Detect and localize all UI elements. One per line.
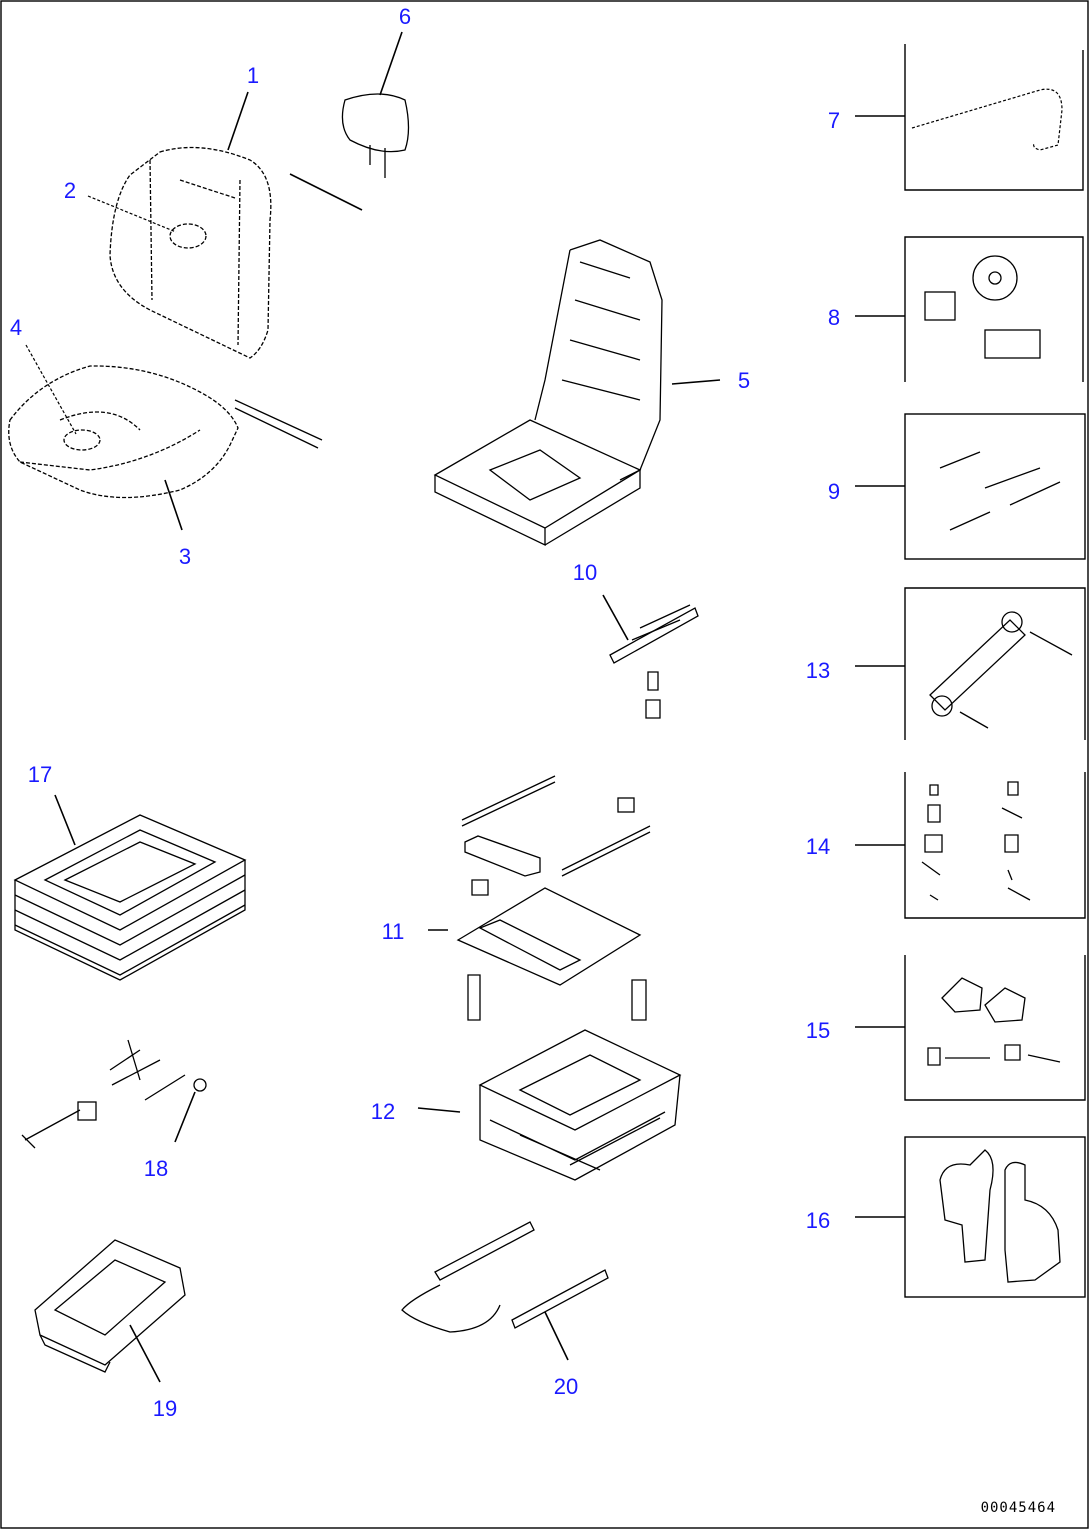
callout-5: 5 xyxy=(738,368,750,393)
callout-11: 11 xyxy=(382,919,405,944)
leader-1 xyxy=(227,91,249,151)
leader-19 xyxy=(129,1324,161,1383)
callout-17: 17 xyxy=(28,762,52,787)
part-6-headrest[interactable] xyxy=(289,93,410,211)
part-1-seat-back-cushion[interactable] xyxy=(109,146,272,359)
leader-4 xyxy=(25,344,77,435)
leader-18 xyxy=(174,1091,196,1143)
part-10-slide-lever[interactable] xyxy=(609,604,699,719)
callout-18: 18 xyxy=(144,1156,168,1181)
leader-2 xyxy=(87,195,177,233)
callout-16: 16 xyxy=(806,1208,830,1233)
callout-10: 10 xyxy=(573,560,597,585)
callout-20: 20 xyxy=(554,1374,578,1399)
leader-3 xyxy=(164,479,183,531)
box-part-16[interactable] xyxy=(904,1136,1086,1298)
part-4-label[interactable] xyxy=(63,429,101,451)
callout-13: 13 xyxy=(806,658,830,683)
callout-1: 1 xyxy=(247,63,259,88)
callout-15: 15 xyxy=(806,1018,830,1043)
box-part-9[interactable] xyxy=(904,413,1086,560)
callout-4: 4 xyxy=(10,315,22,340)
leader-17 xyxy=(54,794,76,846)
box-part-7[interactable] xyxy=(904,44,1084,191)
box-part-13[interactable] xyxy=(904,587,1086,740)
callout-6: 6 xyxy=(399,4,411,29)
callout-19: 19 xyxy=(153,1396,177,1421)
callout-7: 7 xyxy=(828,108,840,133)
leader-6 xyxy=(379,31,403,96)
part-18-bolts[interactable] xyxy=(21,1039,207,1149)
leader-10 xyxy=(602,594,629,641)
leader-12 xyxy=(417,1107,461,1113)
callout-9: 9 xyxy=(828,479,840,504)
box-part-15[interactable] xyxy=(904,955,1086,1101)
callout-14: 14 xyxy=(806,834,830,859)
box-part-8[interactable] xyxy=(904,236,1084,382)
part-2-emblem[interactable] xyxy=(169,223,207,249)
part-11-suspension[interactable] xyxy=(456,775,651,1021)
callout-3: 3 xyxy=(179,544,191,569)
leader-5 xyxy=(671,379,721,385)
part-17-cover[interactable] xyxy=(13,814,247,981)
callout-8: 8 xyxy=(828,305,840,330)
part-5-seat-frame[interactable] xyxy=(433,239,663,547)
part-20-slide-rails[interactable] xyxy=(401,1221,609,1333)
box-part-14[interactable] xyxy=(904,772,1086,919)
leader-20 xyxy=(544,1311,569,1361)
part-19-lower-frame[interactable] xyxy=(34,1239,186,1373)
callout-12: 12 xyxy=(371,1099,395,1124)
part-12-suspension-assembly[interactable] xyxy=(478,1029,682,1181)
part-3-seat-cushion[interactable] xyxy=(8,365,323,499)
callout-2: 2 xyxy=(64,178,76,203)
drawing-code: 00045464 xyxy=(981,1500,1056,1516)
